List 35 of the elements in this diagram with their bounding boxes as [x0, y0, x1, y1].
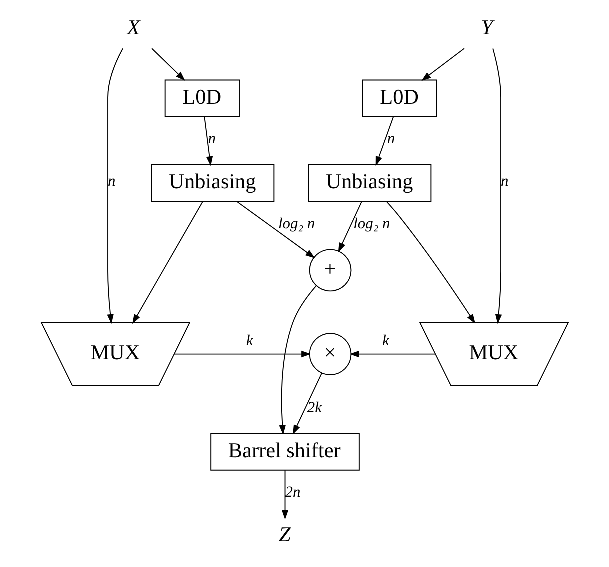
node-circle: +	[308, 249, 352, 292]
edge-label: 2n	[284, 484, 300, 502]
arrow	[349, 350, 436, 358]
node-box: L0D	[164, 80, 240, 118]
node-text: Y	[480, 16, 493, 40]
node-text: X	[126, 16, 140, 40]
arrow	[132, 201, 203, 324]
arrow	[292, 372, 322, 435]
edge-label: 2k	[306, 399, 322, 416]
edge-label: log₂ n	[353, 215, 390, 232]
arrow	[281, 470, 288, 520]
edge-label: k	[246, 332, 253, 350]
arrow	[386, 201, 476, 324]
arrow	[492, 48, 502, 324]
node-box: Unbiasing	[150, 164, 274, 202]
edge-label: n	[386, 130, 395, 148]
edge-label: n	[108, 173, 116, 190]
arrow	[204, 116, 213, 166]
arrow	[236, 201, 315, 258]
arrow	[375, 116, 394, 166]
arrow	[151, 48, 185, 82]
arrow	[278, 285, 316, 435]
arrow	[338, 201, 362, 253]
node-circle: ×	[308, 333, 352, 376]
node-text: Z	[278, 522, 290, 546]
arrow	[173, 350, 311, 358]
node-box: Barrel shifter	[210, 433, 360, 471]
edge-label: k	[382, 332, 389, 350]
arrow	[421, 48, 464, 82]
arrow	[106, 48, 123, 324]
edge-label: n	[208, 130, 216, 148]
node-box: L0D	[362, 80, 437, 118]
edge-label: log₂ n	[278, 215, 315, 232]
edge-label: n	[500, 173, 508, 190]
node-box: Unbiasing	[308, 164, 432, 202]
